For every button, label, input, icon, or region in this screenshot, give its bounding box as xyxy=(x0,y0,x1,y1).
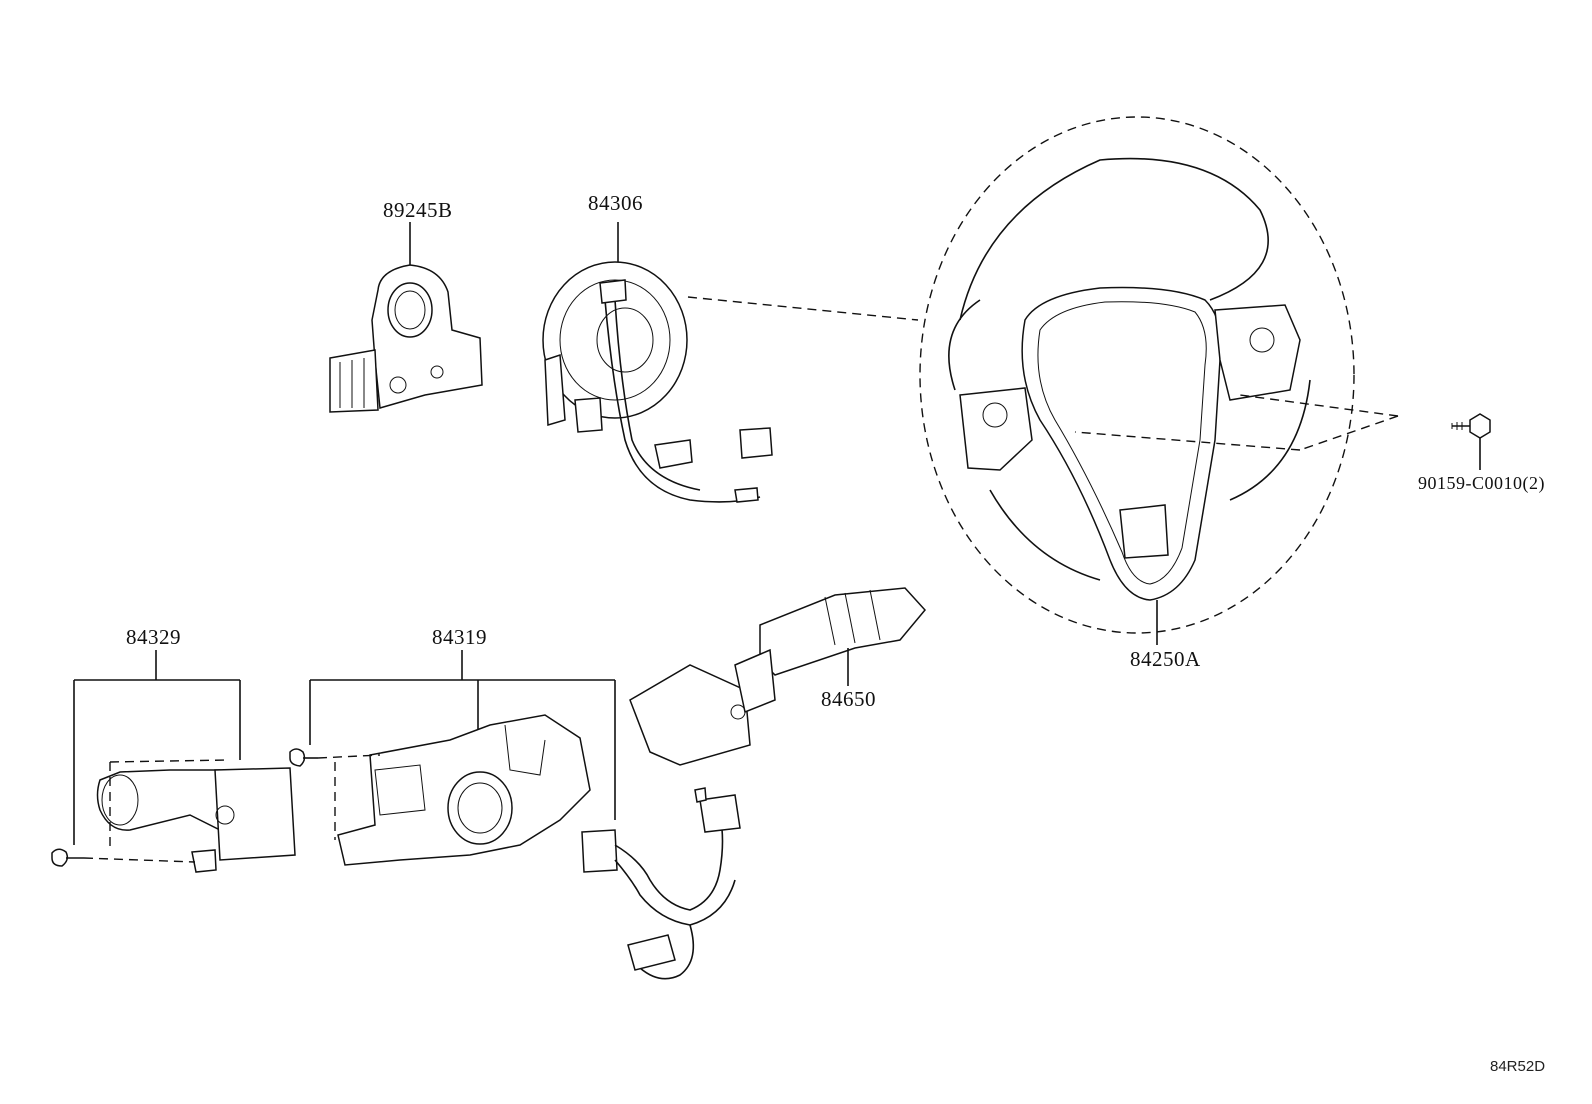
label-84250a: 84250A xyxy=(1130,647,1201,671)
steering-wheel-part[interactable] xyxy=(919,116,1355,634)
label-84650: 84650 xyxy=(821,687,876,711)
leader-spiral-to-wheel xyxy=(687,296,919,321)
label-89245b: 89245B xyxy=(383,198,453,222)
label-84319: 84319 xyxy=(432,625,487,649)
label-84306: 84306 xyxy=(588,191,643,215)
wiper-switch-part[interactable] xyxy=(629,587,926,766)
spiral-cable-part[interactable] xyxy=(542,222,773,503)
leader-bolt-lower xyxy=(1299,415,1399,451)
headlight-switch-part[interactable] xyxy=(51,650,296,873)
label-84329: 84329 xyxy=(126,625,181,649)
bolt-part[interactable] xyxy=(1451,413,1491,470)
steering-sensor-part[interactable] xyxy=(329,222,483,413)
turn-signal-switch-part[interactable] xyxy=(289,650,741,980)
diagram-code: 84R52D xyxy=(1490,1058,1546,1075)
label-90159: 90159-C0010(2) xyxy=(1418,473,1545,493)
leader-bolt-lower-2 xyxy=(1074,431,1301,451)
leader-bolt-upper xyxy=(1239,394,1399,417)
